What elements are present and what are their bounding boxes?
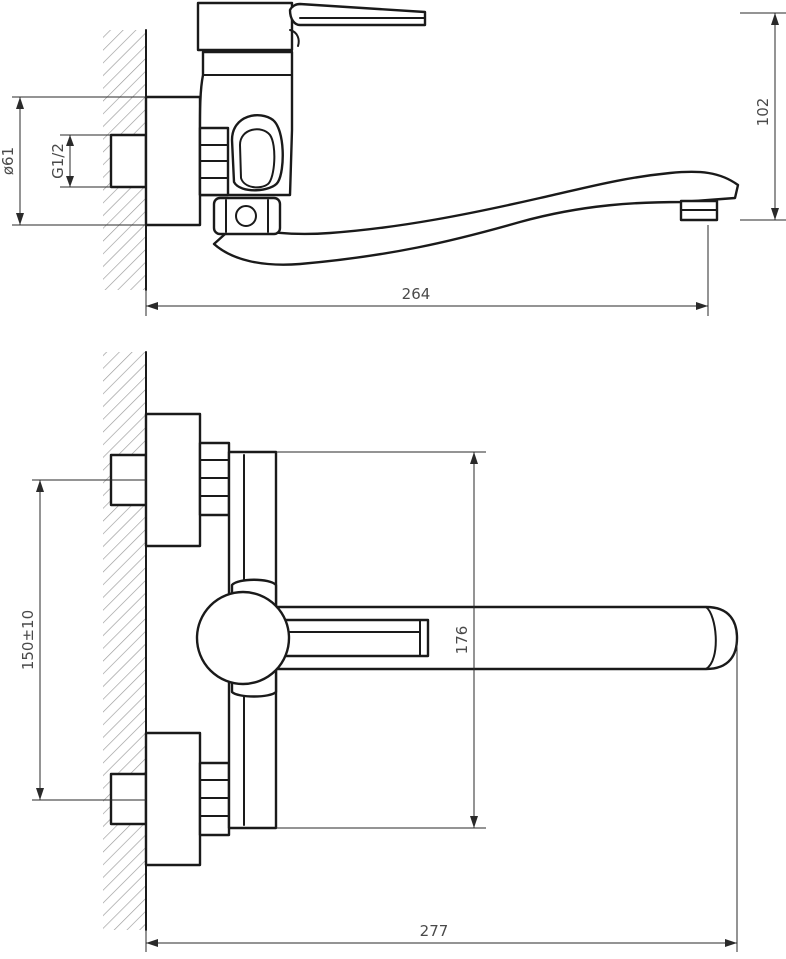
- lower-inlet-stub: [109, 772, 148, 826]
- dim-front-length: 277: [420, 922, 449, 940]
- knob-side: [212, 196, 282, 236]
- wall-hatch-bottom: [103, 352, 146, 930]
- dim-side-height: 102: [754, 98, 772, 127]
- lever-front: [283, 618, 430, 658]
- dim-body-diameter: ø61: [0, 147, 17, 175]
- lower-flange: [144, 731, 202, 867]
- dim-front-width: 176: [453, 626, 471, 655]
- front-view: 176 150±10 277: [19, 351, 739, 952]
- lever-side: [288, 2, 427, 27]
- upper-flange: [144, 412, 202, 548]
- dim-thread: G1/2: [49, 143, 67, 179]
- dim-center-spacing: 150±10: [19, 610, 37, 670]
- cap-side: [196, 1, 294, 52]
- cartridge-front: [195, 590, 291, 686]
- side-view: 102 264 ø61 G1/2: [0, 1, 786, 316]
- wall-flange-side: [144, 95, 202, 227]
- spout-side: [212, 170, 740, 266]
- dim-side-length: 264: [402, 285, 431, 303]
- inlet-stub-side: [109, 133, 148, 189]
